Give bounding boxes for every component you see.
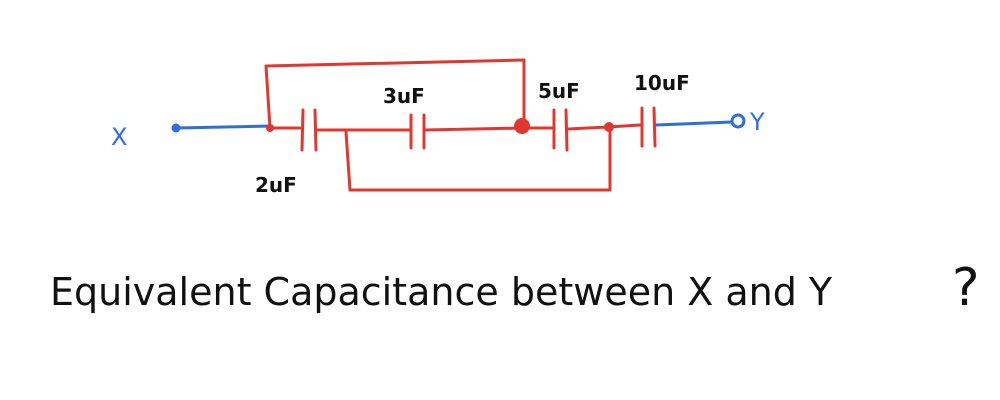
capacitor-3uf-label: 3uF bbox=[383, 84, 425, 108]
terminal-y-label: Y bbox=[749, 108, 765, 136]
circuit-wiring bbox=[264, 58, 642, 192]
bottom-bypass-wire bbox=[344, 125, 612, 192]
capacitor-2uf-label: 2uF bbox=[255, 173, 297, 197]
capacitor-5uf-label: 5uF bbox=[538, 79, 580, 103]
terminal-y-wire bbox=[654, 120, 734, 127]
capacitor-3uf bbox=[409, 113, 426, 150]
terminal-x-wire bbox=[174, 124, 274, 130]
capacitor-10uf-label: 10uF bbox=[634, 71, 690, 95]
terminal-x-label: X bbox=[111, 123, 127, 151]
top-bypass-wire bbox=[264, 58, 526, 130]
capacitor-2uf-plate-a bbox=[300, 108, 305, 152]
main-wire-c bbox=[423, 126, 526, 132]
main-wire-e bbox=[566, 125, 610, 131]
question-mark: ? bbox=[952, 258, 980, 318]
capacitor-10uf bbox=[640, 106, 657, 148]
question-text: Equivalent Capacitance between X and Y bbox=[50, 270, 833, 314]
capacitor-5uf bbox=[552, 108, 569, 152]
capacitor-10uf-plate-b bbox=[652, 106, 657, 148]
terminal-x-lead bbox=[171, 123, 274, 133]
junction-node-right bbox=[604, 122, 614, 132]
capacitor-2uf bbox=[300, 108, 318, 152]
junction-node-mid bbox=[514, 118, 530, 134]
capacitor-2uf-plate-b bbox=[313, 108, 318, 152]
capacitor-5uf-plate-b bbox=[564, 108, 569, 152]
junction-node-left bbox=[266, 124, 274, 132]
terminal-y-node bbox=[730, 113, 746, 129]
terminal-y-lead bbox=[654, 113, 746, 129]
